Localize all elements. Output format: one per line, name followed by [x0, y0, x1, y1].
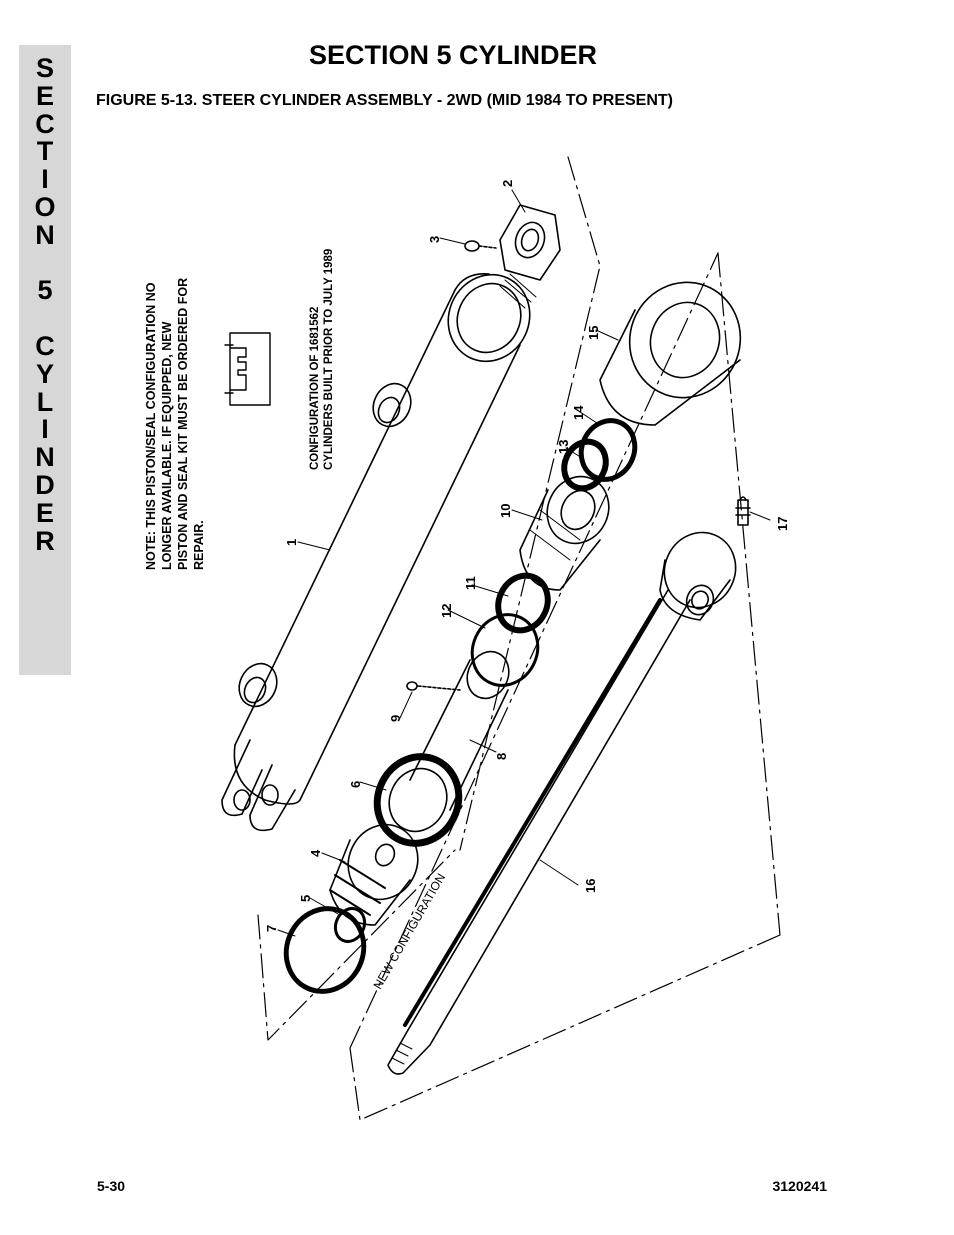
side-tab-letter: I	[41, 414, 49, 445]
callout-16: 16	[583, 879, 598, 893]
section-title: SECTION 5 CYLINDER	[309, 40, 598, 70]
side-tab-letter: C	[35, 331, 55, 361]
side-tab-letter: N	[35, 442, 55, 473]
piston-rod-part	[387, 531, 737, 1075]
backup-ring-part	[470, 613, 540, 687]
side-tab-letter: 5	[37, 275, 53, 306]
side-tab-letter: R	[35, 525, 55, 556]
figure-title: FIGURE 5-13. STEER CYLINDER ASSEMBLY - 2…	[96, 92, 673, 109]
note-text: NOTE: THIS PISTON/SEAL CONFIGURATION NO …	[144, 278, 206, 570]
callout-10: 10	[498, 504, 513, 518]
side-tab-letter: L	[36, 386, 54, 417]
side-tab-letter: T	[36, 136, 54, 167]
cylinder-barrel-part	[221, 273, 537, 832]
piston-seal-part	[373, 753, 463, 847]
grease-fitting-part	[735, 496, 751, 526]
callout-1: 1	[284, 539, 299, 546]
spacer-part	[409, 650, 510, 811]
callout-9: 9	[388, 715, 403, 722]
callout-7: 7	[264, 925, 279, 932]
callout-15: 15	[586, 326, 601, 340]
callout-3: 3	[427, 236, 442, 243]
side-tab-letter: O	[34, 192, 56, 222]
note-line-1: NOTE: THIS PISTON/SEAL CONFIGURATION NO	[144, 282, 158, 570]
bleeder-fitting-part	[464, 240, 497, 252]
side-tab-letter: Y	[35, 358, 54, 389]
callout-14: 14	[571, 405, 586, 420]
callout-12: 12	[439, 604, 454, 618]
hex-nut-part	[499, 204, 561, 281]
exploded-boundary	[257, 156, 781, 1121]
side-tab-letter: C	[35, 108, 55, 139]
note-line-2: LONGER AVAILABLE. IF EQUIPPED, NEW	[160, 321, 174, 570]
cylinder-head-part	[599, 281, 742, 426]
rod-seal-part	[561, 438, 609, 492]
side-tab-letter: E	[35, 80, 54, 111]
o-ring-part	[495, 572, 551, 634]
old-configuration-sketch	[224, 332, 271, 406]
note-line-3: PISTON AND SEAL KIT MUST BE ORDERED FOR	[176, 278, 190, 570]
callout-6: 6	[348, 781, 363, 788]
configuration-caption: CONFIGURATION OF 1681562 CYLINDERS BUILT…	[309, 249, 335, 470]
setscrew-part	[406, 681, 461, 691]
callout-13: 13	[556, 440, 571, 454]
config-line-1: CONFIGURATION OF 1681562	[309, 307, 321, 470]
side-tab-letter: E	[35, 497, 54, 528]
note-line-4: REPAIR.	[192, 520, 206, 570]
side-tab-letter: N	[35, 219, 55, 250]
callout-17: 17	[775, 517, 790, 531]
callout-2: 2	[500, 180, 515, 187]
leader-lines	[277, 189, 771, 937]
document-number: 3120241	[772, 1178, 827, 1194]
callout-8: 8	[494, 753, 509, 760]
config-line-2: CYLINDERS BUILT PRIOR TO JULY 1989	[323, 249, 335, 470]
callout-5: 5	[298, 895, 313, 902]
side-tab-letter: I	[41, 164, 49, 195]
callout-11: 11	[463, 576, 478, 590]
callout-4: 4	[308, 849, 323, 857]
side-tab-letter: S	[35, 53, 54, 83]
side-tab-letter: D	[35, 470, 55, 500]
page-number: 5-30	[97, 1178, 126, 1194]
part-callouts: 2 3 15 14 13 10 11 12 1 9 8 6 4 5 7 16 1…	[264, 180, 790, 932]
